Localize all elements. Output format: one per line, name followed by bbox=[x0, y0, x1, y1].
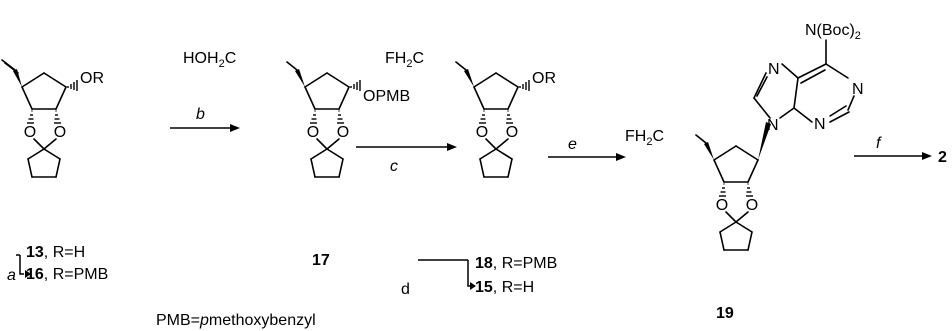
purine-n3-label: N bbox=[814, 116, 826, 133]
reagent-c-label: c bbox=[390, 158, 398, 175]
compound-13-16-labels: 13, R=H 16, R=PMB a bbox=[7, 244, 108, 284]
purine-n9-label: N bbox=[767, 117, 779, 134]
reagent-d-label: d bbox=[401, 281, 410, 298]
compound-16-caption: 16, R=PMB bbox=[26, 266, 108, 283]
compound-18-caption: 18, R=PMB bbox=[475, 255, 557, 272]
purine-n7-label: N bbox=[768, 61, 780, 78]
reaction-arrow-c: c bbox=[356, 143, 457, 175]
compound-15-caption: 15, R=H bbox=[475, 279, 534, 296]
compound-17-caption: 17 bbox=[312, 252, 330, 269]
reagent-b-label: b bbox=[196, 106, 205, 123]
reagent-e-label: e bbox=[568, 136, 577, 153]
compound-19-caption: 19 bbox=[716, 305, 734, 322]
compound-18-structure: FH2C OR bbox=[385, 50, 556, 178]
compound-17-structure: HOH2C OPMB bbox=[183, 50, 410, 178]
nboc2-label: N(Boc)2 bbox=[805, 22, 861, 42]
pmb-footnote: PMB=pmethoxybenzyl bbox=[156, 312, 316, 329]
compound-2-label: 2 bbox=[938, 149, 947, 166]
reaction-arrow-e: e bbox=[548, 136, 626, 161]
reagent-a-label: a bbox=[7, 267, 16, 284]
or-group-label: OR bbox=[532, 70, 556, 87]
fluoromethyl-label: FH2C bbox=[625, 128, 664, 148]
compound-18-15-labels: 18, R=PMB 15, R=H d bbox=[401, 255, 557, 298]
hydroxymethyl-label: HOH2C bbox=[183, 50, 236, 70]
reaction-arrow-f: f 2 bbox=[854, 135, 947, 166]
reaction-arrow-b: b bbox=[170, 106, 240, 132]
purine-base: N N N N N(Boc)2 bbox=[753, 22, 864, 134]
compound-13-caption: 13, R=H bbox=[26, 244, 85, 261]
reagent-f-label: f bbox=[876, 135, 882, 152]
compound-13-structure: OR bbox=[1, 59, 104, 178]
purine-n1-label: N bbox=[852, 81, 864, 98]
compound-19-structure: FH2C bbox=[625, 122, 771, 251]
or-group-label: OR bbox=[80, 70, 104, 87]
opmb-group-label: OPMB bbox=[363, 88, 410, 105]
fluoromethyl-label: FH2C bbox=[385, 50, 424, 70]
